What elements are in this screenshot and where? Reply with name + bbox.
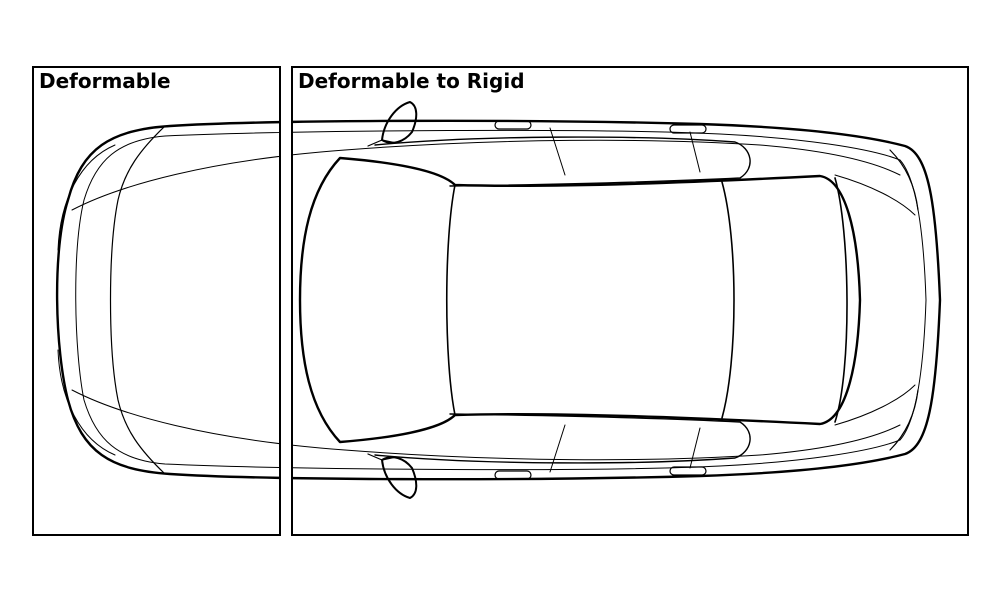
- car-left-segment: [55, 100, 279, 500]
- panel-right-frame: [291, 66, 969, 536]
- car-right-segment: [293, 100, 942, 500]
- panel-right-label: Deformable to Rigid: [298, 69, 525, 93]
- panel-left-label: Deformable: [39, 69, 171, 93]
- panel-left-frame: [32, 66, 281, 536]
